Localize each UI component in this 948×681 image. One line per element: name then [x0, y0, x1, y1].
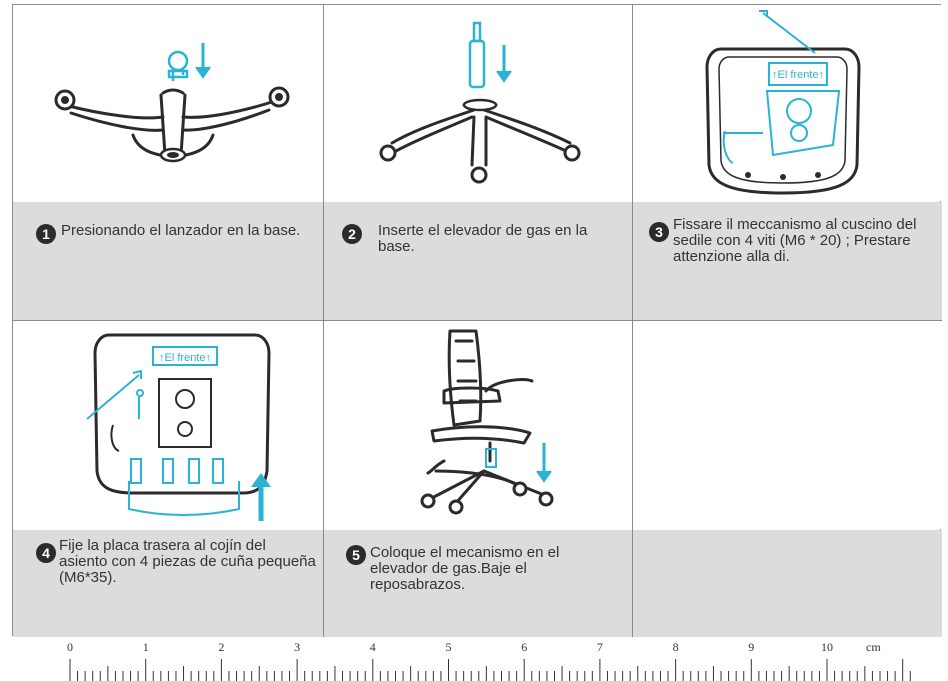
step-5-badge: 5	[346, 545, 366, 565]
step-2-badge: 2	[342, 224, 362, 244]
ruler-number: 0	[67, 640, 73, 655]
step-5-text: Coloque el mecanismo en el elevador de g…	[370, 545, 620, 593]
ruler-number: 4	[370, 640, 376, 655]
step-1-text: Presionando el lanzador en la base.	[61, 223, 313, 239]
ruler-number: 8	[673, 640, 679, 655]
ruler-number: 10	[821, 640, 833, 655]
front-label-3: ↑El frente↑	[772, 69, 824, 81]
ruler-number: 5	[446, 640, 452, 655]
step-2-text: Inserte el elevador de gas en la base.	[378, 223, 622, 255]
ruler-number: 3	[294, 640, 300, 655]
front-label-4: ↑El frente↑	[159, 352, 211, 364]
step-3-text: Fissare il meccanismo al cuscino del sed…	[673, 217, 937, 265]
step-2-illustration	[324, 5, 632, 201]
step-1-badge: 1	[36, 224, 56, 244]
step-1-caption: 1 Presionando el lanzador en la base.	[13, 202, 323, 320]
grid-line	[323, 5, 324, 637]
ruler-number: 1	[143, 640, 149, 655]
ruler-number: 2	[218, 640, 224, 655]
grid-line	[13, 320, 942, 321]
ruler-ticks	[66, 638, 916, 681]
empty-cell-caption	[633, 530, 942, 637]
empty-cell-top	[633, 321, 942, 529]
ruler: 0 1 2 3 4 5 6 7 8 9 10 cm	[66, 638, 916, 681]
grid-line	[632, 5, 633, 637]
ruler-unit: cm	[866, 640, 881, 655]
step-2-caption: 2 Inserte el elevador de gas en la base.	[324, 202, 632, 320]
step-4-text: Fije la placa trasera al cojín del asien…	[59, 538, 317, 586]
ruler-number: 9	[748, 640, 754, 655]
step-4-badge: 4	[36, 543, 56, 563]
instruction-sheet: ↑El frente↑ 1 Presionando el lanzador en…	[12, 4, 941, 636]
step-3-badge: 3	[649, 222, 669, 242]
step-5-illustration	[324, 321, 632, 529]
step-3-caption: 3 Fissare il meccanismo al cuscino del s…	[633, 202, 942, 320]
ruler-number: 7	[597, 640, 603, 655]
ruler-number: 6	[521, 640, 527, 655]
step-5-caption: 5 Coloque el mecanismo en el elevador de…	[324, 530, 632, 637]
step-4-caption: 4 Fije la placa trasera al cojín del asi…	[13, 530, 323, 637]
step-3-illustration: ↑El frente↑	[633, 5, 942, 201]
step-4-illustration: ↑El frente↑	[13, 321, 323, 529]
step-1-illustration	[13, 5, 323, 201]
